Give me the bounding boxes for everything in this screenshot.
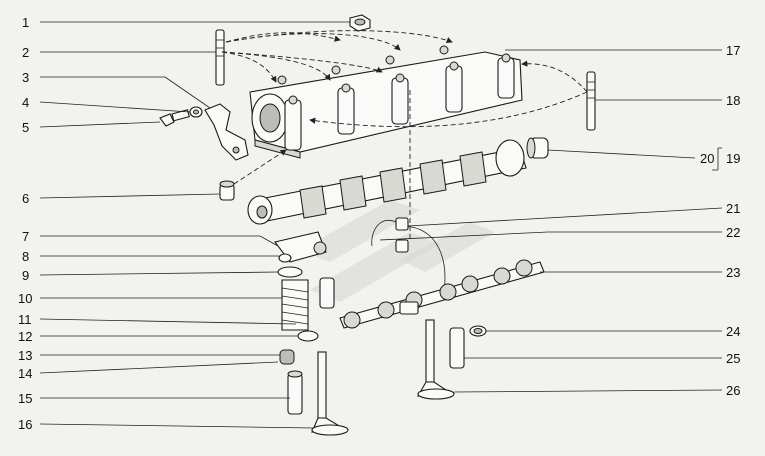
bolt bbox=[159, 109, 190, 127]
hydraulic-tappet bbox=[319, 277, 335, 309]
stud-right bbox=[586, 71, 596, 131]
callout-9: 9 bbox=[22, 268, 29, 283]
callout-21: 21 bbox=[726, 201, 740, 216]
dowel-sleeve bbox=[219, 180, 235, 201]
camshaft bbox=[247, 139, 527, 225]
callout-24: 24 bbox=[726, 324, 740, 339]
rocker-shaft-assembly bbox=[339, 259, 545, 329]
callout-4: 4 bbox=[22, 95, 29, 110]
callout-17: 17 bbox=[726, 43, 740, 58]
callout-5: 5 bbox=[22, 120, 29, 135]
valve-spring bbox=[281, 279, 309, 331]
callout-18: 18 bbox=[726, 93, 740, 108]
callout-23: 23 bbox=[726, 265, 740, 280]
callout-12: 12 bbox=[18, 329, 32, 344]
callouts-right: 17 18 19 20 21 22 23 24 25 26 bbox=[700, 43, 740, 398]
leader-lines-right bbox=[379, 49, 723, 393]
callouts-left: 1 2 3 4 5 6 7 8 9 10 11 12 13 14 15 16 bbox=[18, 15, 32, 432]
spring-seat bbox=[297, 330, 319, 342]
o-ring bbox=[469, 325, 487, 337]
valve-guide bbox=[287, 370, 303, 415]
stud-left bbox=[215, 29, 225, 86]
callout-7: 7 bbox=[22, 229, 29, 244]
valve-keepers bbox=[278, 253, 292, 263]
oil-pipe bbox=[371, 217, 446, 293]
intake-valve bbox=[311, 351, 349, 436]
callout-26: 26 bbox=[726, 383, 740, 398]
leader-lines-left bbox=[39, 21, 350, 429]
callout-3: 3 bbox=[22, 70, 29, 85]
callout-22: 22 bbox=[726, 225, 740, 240]
callout-15: 15 bbox=[18, 391, 32, 406]
camshaft-housing bbox=[249, 45, 523, 159]
callout-14: 14 bbox=[18, 366, 32, 381]
washer bbox=[189, 106, 203, 118]
valve-guide-right bbox=[449, 327, 465, 369]
bracket bbox=[204, 103, 249, 161]
callout-20: 20 bbox=[700, 151, 714, 166]
callout-1: 1 bbox=[22, 15, 29, 30]
callout-16: 16 bbox=[18, 417, 32, 432]
callout-8: 8 bbox=[22, 249, 29, 264]
end-plug bbox=[526, 137, 549, 159]
nut bbox=[349, 14, 371, 32]
callout-13: 13 bbox=[18, 348, 32, 363]
exhaust-valve bbox=[417, 319, 455, 400]
callout-25: 25 bbox=[726, 351, 740, 366]
stem-seal bbox=[279, 349, 295, 365]
callout-6: 6 bbox=[22, 191, 29, 206]
spring-retainer bbox=[277, 266, 303, 278]
callout-2: 2 bbox=[22, 45, 29, 60]
callout-10: 10 bbox=[18, 291, 32, 306]
callout-11: 11 bbox=[18, 312, 32, 327]
callout-19: 19 bbox=[726, 151, 740, 166]
